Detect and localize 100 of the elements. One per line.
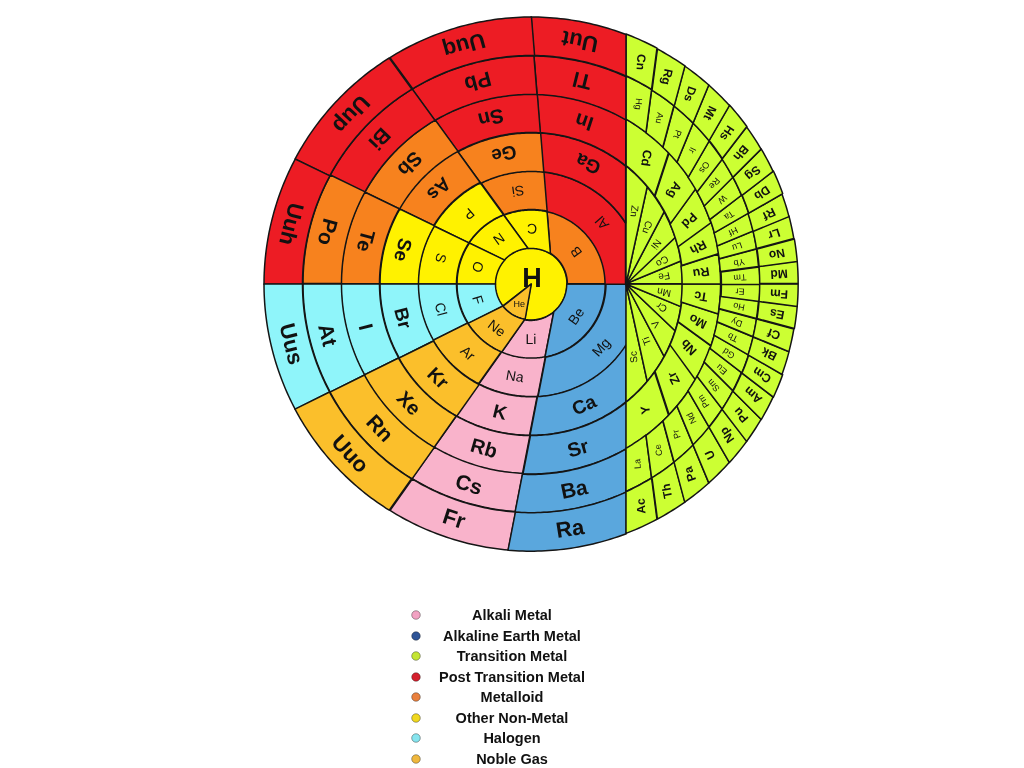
legend-label: Metalloid bbox=[480, 688, 544, 706]
wedge-segment bbox=[625, 477, 658, 535]
element-symbol: Si bbox=[510, 183, 526, 199]
element-symbol: Bk bbox=[759, 345, 779, 364]
element-symbol: Rg bbox=[659, 68, 675, 87]
element-symbol: Cu bbox=[640, 218, 654, 235]
element-symbol: Yb bbox=[732, 256, 746, 267]
legend-label: Alkali Metal bbox=[472, 606, 552, 624]
element-symbol: Y bbox=[639, 405, 653, 416]
element-symbol: Uuh bbox=[274, 200, 307, 248]
legend-label: Transition Metal bbox=[456, 647, 568, 665]
element-symbol: Pm bbox=[696, 393, 712, 410]
legend-label: Alkaline Earth Metal bbox=[443, 626, 581, 645]
element-symbol: Ir bbox=[686, 145, 698, 155]
element-symbol: Ti bbox=[640, 335, 653, 347]
element-symbol: Uut bbox=[560, 26, 601, 56]
element-symbol: Np bbox=[717, 425, 737, 446]
element-symbol: Sn bbox=[476, 105, 506, 131]
element-symbol: Sr bbox=[565, 435, 592, 461]
element-symbol: H bbox=[522, 264, 542, 292]
element-symbol: Hg bbox=[632, 98, 643, 111]
element-symbol: Nb bbox=[679, 337, 700, 358]
element-symbol: Ga bbox=[572, 150, 604, 179]
element-symbol: Db bbox=[751, 183, 772, 203]
element-symbol: Tc bbox=[693, 288, 710, 304]
element-symbol: Sb bbox=[393, 147, 426, 180]
element-symbol: Th bbox=[659, 482, 675, 500]
element-symbol: Cn bbox=[634, 53, 648, 71]
element-symbol: Kr bbox=[424, 364, 453, 393]
element-symbol: Rb bbox=[468, 434, 500, 462]
element-symbol: Nd bbox=[685, 410, 699, 425]
element-symbol: Mo bbox=[686, 310, 709, 331]
element-symbol: Ds bbox=[682, 85, 699, 104]
element-symbol: Ar bbox=[457, 343, 478, 363]
element-symbol: Re bbox=[707, 175, 722, 191]
element-symbol: Cm bbox=[750, 364, 773, 385]
element-symbol: Li bbox=[525, 332, 537, 347]
element-symbol: Na bbox=[505, 367, 526, 385]
element-symbol: Ru bbox=[692, 264, 711, 280]
element-symbol: Cl bbox=[432, 300, 450, 318]
element-symbol: Br bbox=[391, 305, 415, 331]
element-symbol: Uuq bbox=[440, 29, 488, 62]
element-symbol: Zr bbox=[665, 369, 683, 387]
element-symbol: Al bbox=[592, 213, 612, 233]
element-symbol: Se bbox=[391, 235, 416, 264]
element-symbol: Sg bbox=[742, 163, 763, 183]
element-symbol: O bbox=[470, 259, 487, 275]
element-symbol: Te bbox=[353, 227, 379, 254]
element-symbol: Gd bbox=[721, 345, 737, 360]
wedge-segment bbox=[757, 283, 799, 308]
element-symbol: F bbox=[470, 294, 487, 307]
element-symbol: He bbox=[513, 299, 525, 309]
element-symbol: Sc bbox=[628, 350, 640, 364]
element-symbol: Sm bbox=[706, 376, 723, 393]
element-symbol: B bbox=[567, 243, 585, 260]
legend-label: Halogen bbox=[483, 729, 541, 747]
element-symbol: Po bbox=[314, 216, 342, 248]
element-symbol: As bbox=[424, 173, 455, 204]
element-symbol: Es bbox=[768, 306, 786, 322]
wedge-segment bbox=[625, 33, 658, 91]
element-symbol: Be bbox=[565, 304, 587, 327]
element-symbol: Ag bbox=[664, 180, 684, 201]
element-symbol: Fe bbox=[657, 270, 671, 283]
element-symbol: Uus bbox=[274, 321, 307, 367]
element-symbol: Hf bbox=[727, 224, 740, 238]
element-symbol: Md bbox=[769, 267, 788, 281]
element-symbol: No bbox=[767, 246, 786, 262]
legend-label: Other Non-Metal bbox=[455, 708, 569, 727]
element-symbol: Rh bbox=[687, 238, 709, 257]
element-symbol: Cr bbox=[654, 300, 669, 315]
element-symbol: Mn bbox=[656, 285, 672, 298]
element-symbol: Pa bbox=[682, 464, 699, 483]
element-symbol: Pb bbox=[461, 68, 494, 96]
element-symbol: Rf bbox=[760, 205, 777, 222]
element-symbol: S bbox=[432, 251, 449, 265]
element-symbol: Ho bbox=[732, 300, 746, 312]
element-symbol: Cs bbox=[453, 469, 485, 498]
element-symbol: In bbox=[572, 109, 596, 135]
element-symbol: Tl bbox=[570, 68, 594, 94]
element-symbol: Ra bbox=[554, 515, 586, 542]
element-symbol: Fm bbox=[769, 287, 788, 301]
element-symbol: Er bbox=[735, 286, 745, 297]
element-symbol: Mt bbox=[701, 104, 719, 122]
element-symbol: I bbox=[355, 321, 376, 332]
element-symbol: Pu bbox=[731, 405, 751, 425]
element-symbol: Ba bbox=[558, 475, 590, 502]
element-symbol: Co bbox=[653, 253, 670, 269]
element-symbol: Os bbox=[697, 159, 712, 175]
element-symbol: Au bbox=[653, 112, 665, 125]
element-symbol: C bbox=[526, 221, 538, 236]
element-symbol: Hs bbox=[717, 122, 737, 143]
element-symbol: Ni bbox=[649, 237, 664, 251]
element-symbol: Ac bbox=[634, 498, 648, 515]
element-symbol: Ca bbox=[568, 391, 599, 419]
element-symbol: Am bbox=[741, 384, 764, 406]
element-symbol: Ge bbox=[490, 142, 519, 167]
element-symbol: V bbox=[650, 318, 663, 330]
element-symbol: Tm bbox=[733, 271, 747, 282]
element-symbol: Ne bbox=[485, 316, 509, 339]
element-symbol: K bbox=[490, 401, 509, 424]
